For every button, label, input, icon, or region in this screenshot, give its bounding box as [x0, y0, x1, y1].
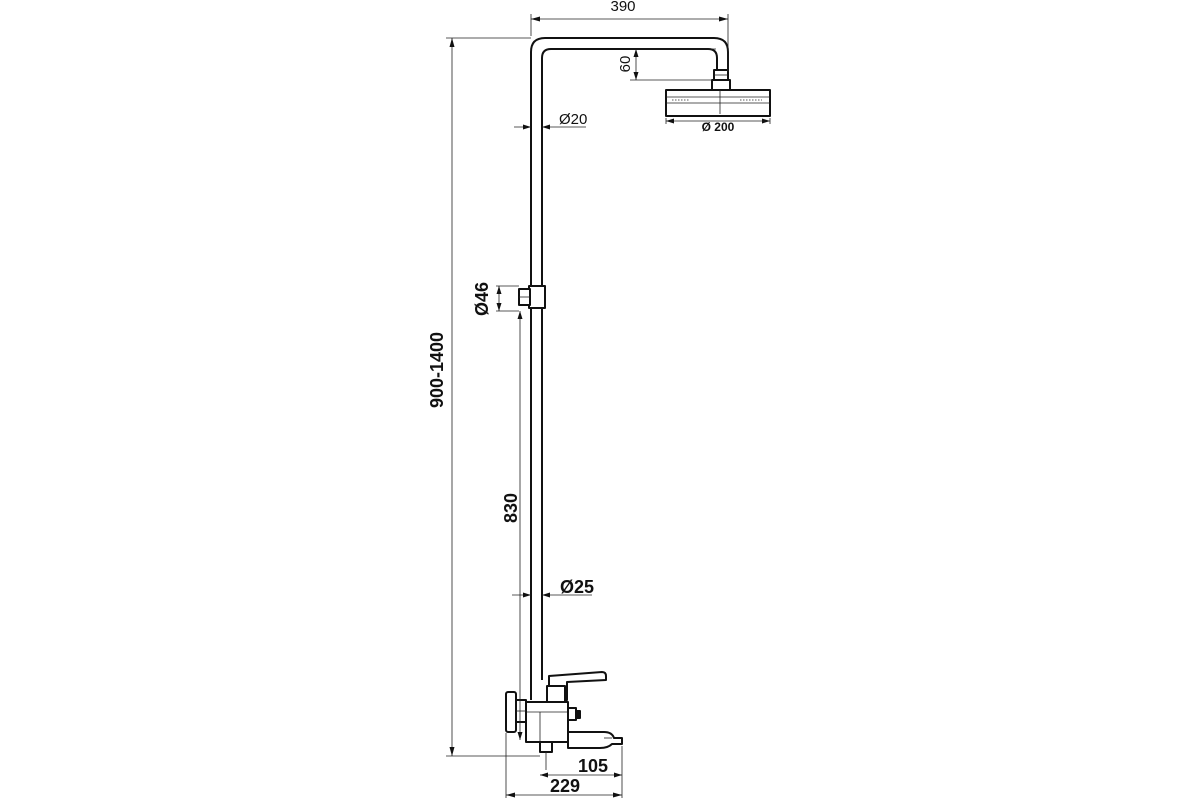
top-arm-outer: [530, 37, 729, 285]
dim-label-head-diameter: Ø 200: [702, 120, 735, 134]
head-swivel: [711, 79, 731, 91]
diverter-stem: [567, 707, 577, 721]
dim-label-upper-pipe: Ø20: [559, 111, 587, 128]
mixer-body: [525, 701, 569, 743]
diverter-knob: [575, 710, 581, 719]
bath-spout: [567, 731, 623, 749]
dim-overall-depth: 229: [505, 733, 623, 798]
slider-clamp: [528, 285, 546, 309]
dim-total-height: 900-1400: [427, 37, 540, 757]
dim-spout-projection: 105: [540, 746, 623, 778]
dim-label-depth: 229: [550, 776, 580, 796]
dim-top-width: 390: [530, 0, 729, 72]
bottom-outlet: [539, 741, 553, 753]
dim-arm-drop: 60: [617, 48, 716, 81]
dim-lower-length: 830: [501, 311, 523, 740]
dim-label-top-width: 390: [610, 0, 635, 15]
dim-label-total-height: 900-1400: [427, 332, 447, 408]
dim-label-spout: 105: [578, 756, 608, 776]
dim-label-holder: Ø46: [472, 282, 492, 316]
dim-head-diameter: Ø 200: [665, 118, 771, 134]
top-arm-inner: [541, 48, 718, 285]
shower-column-outline: [505, 37, 771, 770]
wall-escutcheon: [505, 691, 517, 733]
dim-label-lower-pipe: Ø25: [560, 577, 594, 597]
dim-label-lower-length: 830: [501, 493, 521, 523]
dim-label-arm-drop: 60: [617, 56, 634, 73]
dim-lower-pipe-diameter: Ø25: [512, 577, 594, 598]
dim-holder-diameter: Ø46: [472, 282, 519, 316]
lever-base: [546, 685, 566, 703]
dim-upper-pipe-diameter: Ø20: [514, 111, 587, 130]
